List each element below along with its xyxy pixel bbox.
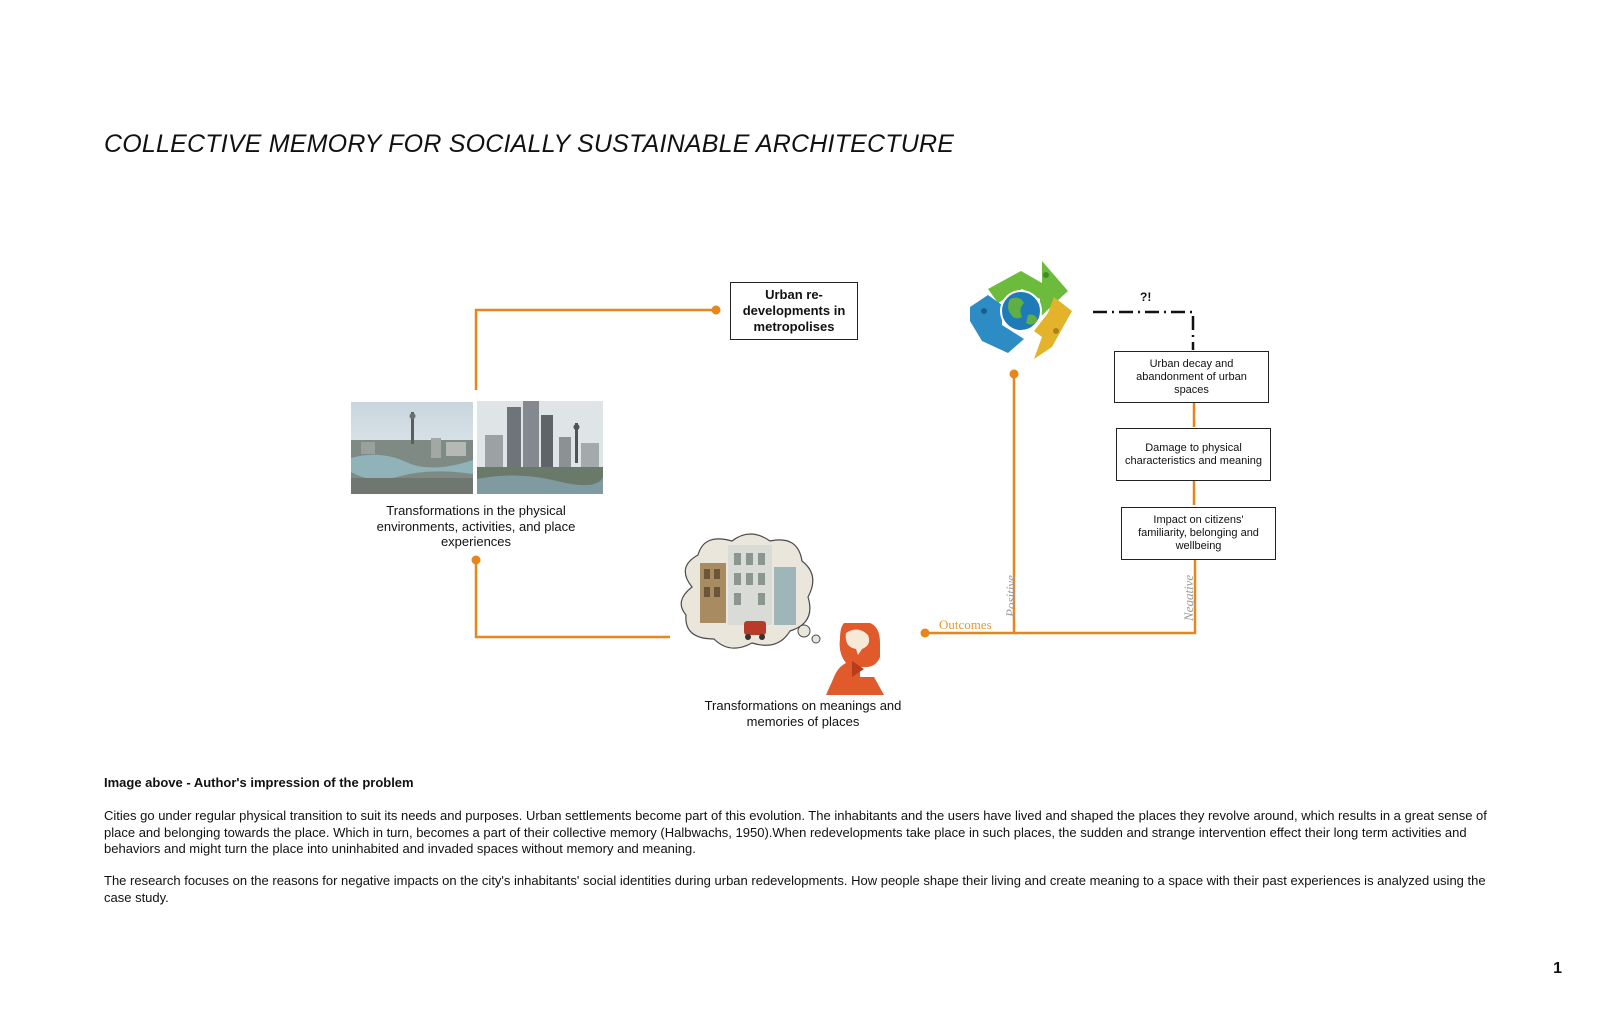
memory-thought-cloud (670, 527, 825, 657)
wire-dot-caption (471, 555, 481, 565)
city-photo-right (477, 401, 603, 494)
negative-chain-label-1: Urban decay and abandonment of urban spa… (1136, 357, 1247, 396)
paragraph-2: The research focuses on the reasons for … (104, 873, 1486, 905)
urban-redevelopments-label: Urban re-developments in metropolises (742, 287, 846, 334)
negative-chain-label-3: Impact on citizens' familiarity, belongi… (1138, 514, 1259, 552)
wire-dot-cycle (1009, 369, 1019, 379)
page-title: COLLECTIVE MEMORY FOR SOCIALLY SUSTAINAB… (104, 130, 955, 158)
memory-transformations-caption: Transformations on meanings and memories… (704, 698, 902, 729)
sustainability-cycle-icon (968, 259, 1074, 365)
negative-chain-box-damage: Damage to physical characteristics and m… (1116, 428, 1271, 481)
wire-dot-redevelopment (711, 305, 721, 315)
positive-label: Positive (1003, 575, 1018, 617)
wire-dot-outcomes (920, 628, 930, 638)
negative-chain-box-urban-decay: Urban decay and abandonment of urban spa… (1114, 351, 1269, 403)
physical-transformations-caption: Transformations in the physical environm… (376, 503, 576, 549)
urban-redevelopments-box: Urban re-developments in metropolises (730, 282, 858, 340)
outcomes-label: Outcomes (939, 617, 992, 632)
image-note-heading: Image above - Author's impression of the… (104, 775, 414, 790)
wire-question-dashdot (1093, 310, 1195, 350)
negative-chain-label-2: Damage to physical characteristics and m… (1125, 441, 1262, 467)
thinking-person-icon (822, 623, 894, 695)
wire-caption-to-memory (474, 560, 670, 639)
city-photo-left (351, 402, 473, 494)
paragraph-1: Cities go under regular physical transit… (104, 808, 1487, 856)
page-number: 1 (1553, 960, 1562, 977)
negative-chain-box-impact: Impact on citizens' familiarity, belongi… (1121, 507, 1276, 560)
wire-photos-to-redevelopment (474, 308, 716, 390)
question-exclamation-label: ?! (1140, 290, 1152, 304)
negative-label: Negative (1181, 574, 1196, 621)
